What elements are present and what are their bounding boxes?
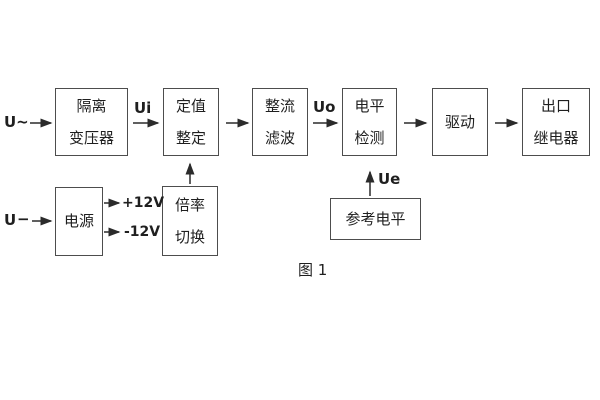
figure-caption: 图 1 bbox=[298, 261, 328, 279]
block-level-detect: 电平 检测 bbox=[342, 88, 397, 156]
block-rectify-filter: 整流 滤波 bbox=[252, 88, 308, 156]
block-label-line: 出口 bbox=[540, 96, 571, 115]
block-value-setting: 定值 整定 bbox=[163, 88, 219, 156]
block-label-line: 整流 bbox=[264, 96, 295, 115]
input-ac-label: U~ bbox=[4, 113, 29, 131]
block-isolation-transformer: 隔离 变压器 bbox=[55, 88, 128, 156]
block-label-line: 电平 bbox=[354, 96, 385, 115]
block-drive: 驱动 bbox=[432, 88, 488, 156]
block-label-line: 切换 bbox=[174, 227, 205, 246]
block-label-line: 滤波 bbox=[264, 128, 295, 147]
signal-ui-label: Ui bbox=[134, 99, 152, 117]
rail-neg-label: -12V bbox=[124, 224, 161, 240]
block-output-relay: 出口 继电器 bbox=[522, 88, 590, 156]
block-label-line: 驱动 bbox=[444, 112, 475, 131]
block-multiplier-switch: 倍率 切换 bbox=[162, 186, 218, 256]
signal-uo-label: Uo bbox=[313, 98, 336, 116]
block-label-line: 继电器 bbox=[533, 128, 579, 147]
block-label-line: 检测 bbox=[354, 128, 385, 147]
block-label-line: 隔离 bbox=[76, 96, 107, 115]
block-reference-level: 参考电平 bbox=[330, 198, 421, 240]
block-label-line: 参考电平 bbox=[345, 209, 406, 228]
dc-minus-symbol: − bbox=[17, 210, 30, 228]
block-label-line: 定值 bbox=[175, 96, 206, 115]
block-label-line: 整定 bbox=[175, 128, 206, 147]
rail-pos-label: +12V bbox=[122, 195, 165, 211]
block-label-line: 变压器 bbox=[68, 128, 114, 147]
input-dc-label: U bbox=[4, 211, 17, 229]
signal-ue-label: Ue bbox=[378, 170, 401, 188]
block-label-line: 倍率 bbox=[174, 195, 205, 214]
block-power-supply: 电源 bbox=[55, 187, 103, 256]
block-label-line: 电源 bbox=[63, 212, 94, 230]
